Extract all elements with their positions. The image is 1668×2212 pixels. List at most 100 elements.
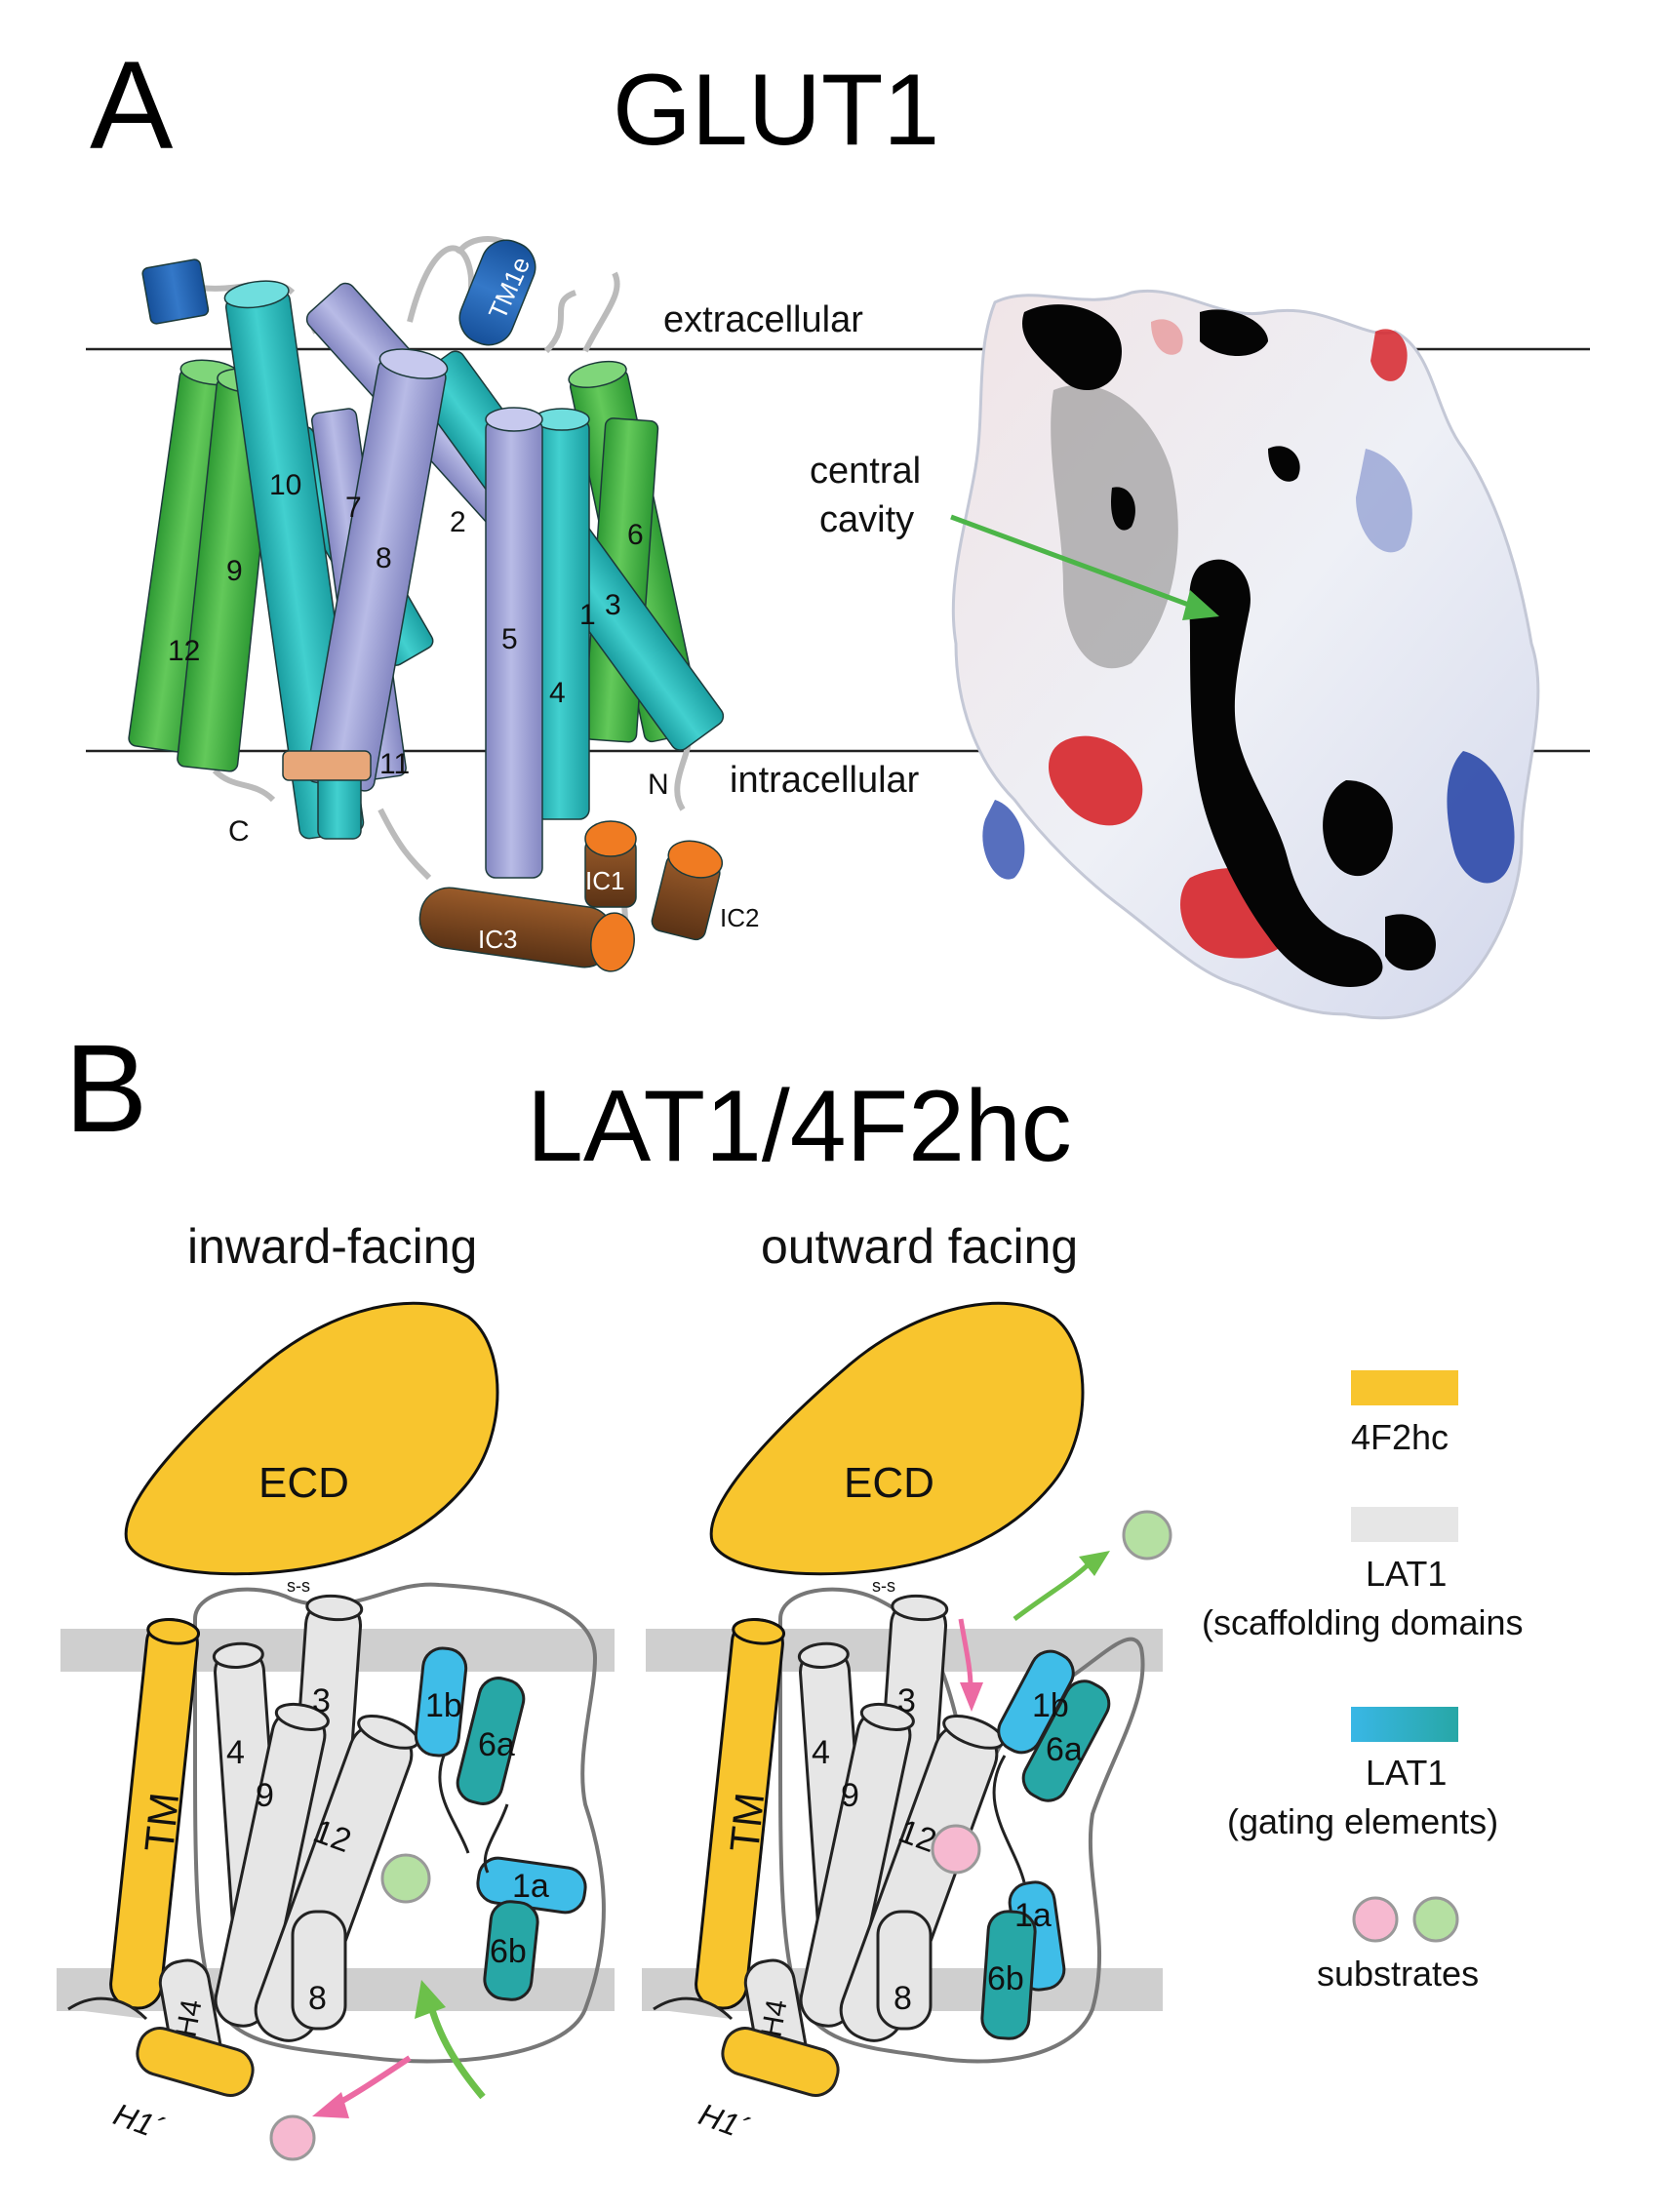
legend-swatch-scaffolding <box>1351 1507 1458 1542</box>
helix-label-2: 2 <box>450 506 466 538</box>
h1-label-1: H1´ <box>109 2096 169 2147</box>
helix-8-label-1: 8 <box>308 1980 327 2017</box>
ecd-label-1: ECD <box>258 1459 349 1507</box>
ic1-helix <box>584 820 637 908</box>
orange-loop-segment <box>282 750 372 781</box>
cavity-arrow <box>950 514 1203 612</box>
legend-label-4f2hc: 4F2hc <box>1351 1417 1449 1457</box>
amphipathic-tail-2 <box>653 1996 734 2021</box>
helix-6b-label-1: 6b <box>490 1933 527 1970</box>
h1-label-2: H1´ <box>695 2096 754 2147</box>
ecd-label-2: ECD <box>844 1459 934 1507</box>
substrate-pink-2 <box>931 1824 981 1875</box>
tm-helix-1 <box>109 1618 201 2010</box>
helix-label-12: 12 <box>168 635 200 667</box>
helix-6a-label-2: 6a <box>1046 1731 1083 1768</box>
helix-label-9: 9 <box>226 555 243 587</box>
helix-labels: 1 2 3 4 5 6 7 8 9 10 11 12 TM1e N C IC1 … <box>168 253 759 954</box>
helix-1a-label-1: 1a <box>512 1868 549 1905</box>
helix-label-3: 3 <box>605 589 621 621</box>
ic2-helix <box>651 840 724 941</box>
helix-9-label-2: 9 <box>841 1777 859 1814</box>
panel-a-title: GLUT1 <box>613 54 939 167</box>
ic2-label: IC2 <box>720 903 759 932</box>
helix-4-label-1: 4 <box>226 1734 245 1771</box>
ic3-helix <box>418 887 635 972</box>
helix-1b-label-1: 1b <box>425 1687 462 1724</box>
panel-b-letter: B <box>64 1019 147 1159</box>
c-terminus-label: C <box>228 815 250 848</box>
pink-arrowhead-1 <box>312 2092 349 2118</box>
tm-label-1: TM <box>136 1791 187 1854</box>
legend-label-gating-l1: LAT1 <box>1366 1753 1447 1793</box>
legend-label-scaffolding-l2: (scaffolding domains <box>1202 1602 1524 1642</box>
h1-helix-2 <box>721 2027 840 2097</box>
helix-label-11: 11 <box>379 748 410 780</box>
extracellular-label: extracellular <box>663 299 863 340</box>
pink-arrow-2 <box>958 1618 973 1688</box>
legend-swatch-4f2hc <box>1351 1370 1458 1405</box>
gating-helices-1 <box>414 1646 587 2001</box>
helix-label-1: 1 <box>579 599 596 631</box>
substrate-pink-1 <box>269 2114 316 2161</box>
state-outward-facing: outward facing ECD s-s TM <box>642 1219 1172 2147</box>
helix-8-label-2: 8 <box>894 1980 912 2017</box>
ss-label-2: s-s <box>872 1576 895 1596</box>
legend-label-scaffolding-l1: LAT1 <box>1366 1554 1447 1594</box>
state-2-label: outward facing <box>761 1219 1078 1274</box>
helix-5 <box>485 407 543 879</box>
green-arrowhead-2 <box>1079 1551 1110 1576</box>
green-arrow-2 <box>1013 1559 1094 1622</box>
green-arrow-1 <box>425 1998 486 2100</box>
legend-substrate-green <box>1412 1896 1459 1943</box>
panel-a-letter: A <box>90 36 174 176</box>
pink-arrowhead-2 <box>960 1682 983 1712</box>
state-1-label: inward-facing <box>187 1219 477 1274</box>
legend: 4F2hc LAT1 (scaffolding domains LAT1 (ga… <box>1202 1370 1524 1994</box>
helix-label-8: 8 <box>376 542 392 574</box>
amphipathic-tail-1 <box>67 1996 148 2021</box>
panel-b-title: LAT1/4F2hc <box>527 1070 1072 1183</box>
n-terminus-label: N <box>648 769 669 801</box>
cavity-arrowhead <box>1182 590 1219 620</box>
legend-label-gating-l2: (gating elements) <box>1227 1801 1498 1841</box>
glut1-surface <box>951 290 1540 1020</box>
helix-1a-label-2: 1a <box>1014 1897 1052 1934</box>
green-arrowhead-1 <box>415 1980 446 2019</box>
helix-6b-label-2: 6b <box>987 1960 1024 1997</box>
scaffold-helices-1 <box>212 1594 419 2042</box>
cavity-label-line1: central <box>810 451 921 492</box>
tm-label-2: TM <box>721 1791 773 1854</box>
helix-3-label-1: 3 <box>312 1682 331 1719</box>
ecd-shape-1 <box>124 1301 499 1576</box>
helix-label-5: 5 <box>501 623 518 655</box>
helix-label-10: 10 <box>269 469 301 501</box>
h1-helix-1 <box>136 2027 255 2097</box>
glut1-cartoon <box>128 236 725 972</box>
helix-6a-label-1: 6a <box>478 1726 515 1763</box>
intracellular-label: intracellular <box>730 760 920 801</box>
panel-a: A GLUT1 extracellular intracellular <box>86 36 1590 1020</box>
ecd-shape-2 <box>709 1301 1085 1576</box>
legend-substrate-pink <box>1352 1896 1399 1943</box>
helix-1b-label-2: 1b <box>1032 1687 1069 1724</box>
gating-helices-2 <box>980 1649 1111 2040</box>
helix-4-label-2: 4 <box>812 1734 830 1771</box>
substrate-green-2 <box>1122 1510 1172 1560</box>
legend-label-substrates: substrates <box>1317 1954 1479 1994</box>
helix-4 <box>534 408 590 820</box>
blue-cap-helix <box>141 258 210 325</box>
substrate-green-1 <box>380 1853 431 1904</box>
ic3-label: IC3 <box>478 925 517 954</box>
state-inward-facing: inward-facing ECD s-s TM <box>57 1219 615 2161</box>
ic1-label: IC1 <box>585 866 624 895</box>
tm1e-helix <box>458 239 536 346</box>
ss-label-1: s-s <box>287 1576 310 1596</box>
helix-3-label-2: 3 <box>897 1682 916 1719</box>
helix-label-4: 4 <box>549 677 566 709</box>
helix-label-6: 6 <box>627 519 644 551</box>
panel-b: B LAT1/4F2hc inward-facing ECD s-s TM <box>57 1019 1524 2161</box>
legend-swatch-gating <box>1351 1707 1458 1742</box>
helix-9-label-1: 9 <box>256 1777 274 1814</box>
